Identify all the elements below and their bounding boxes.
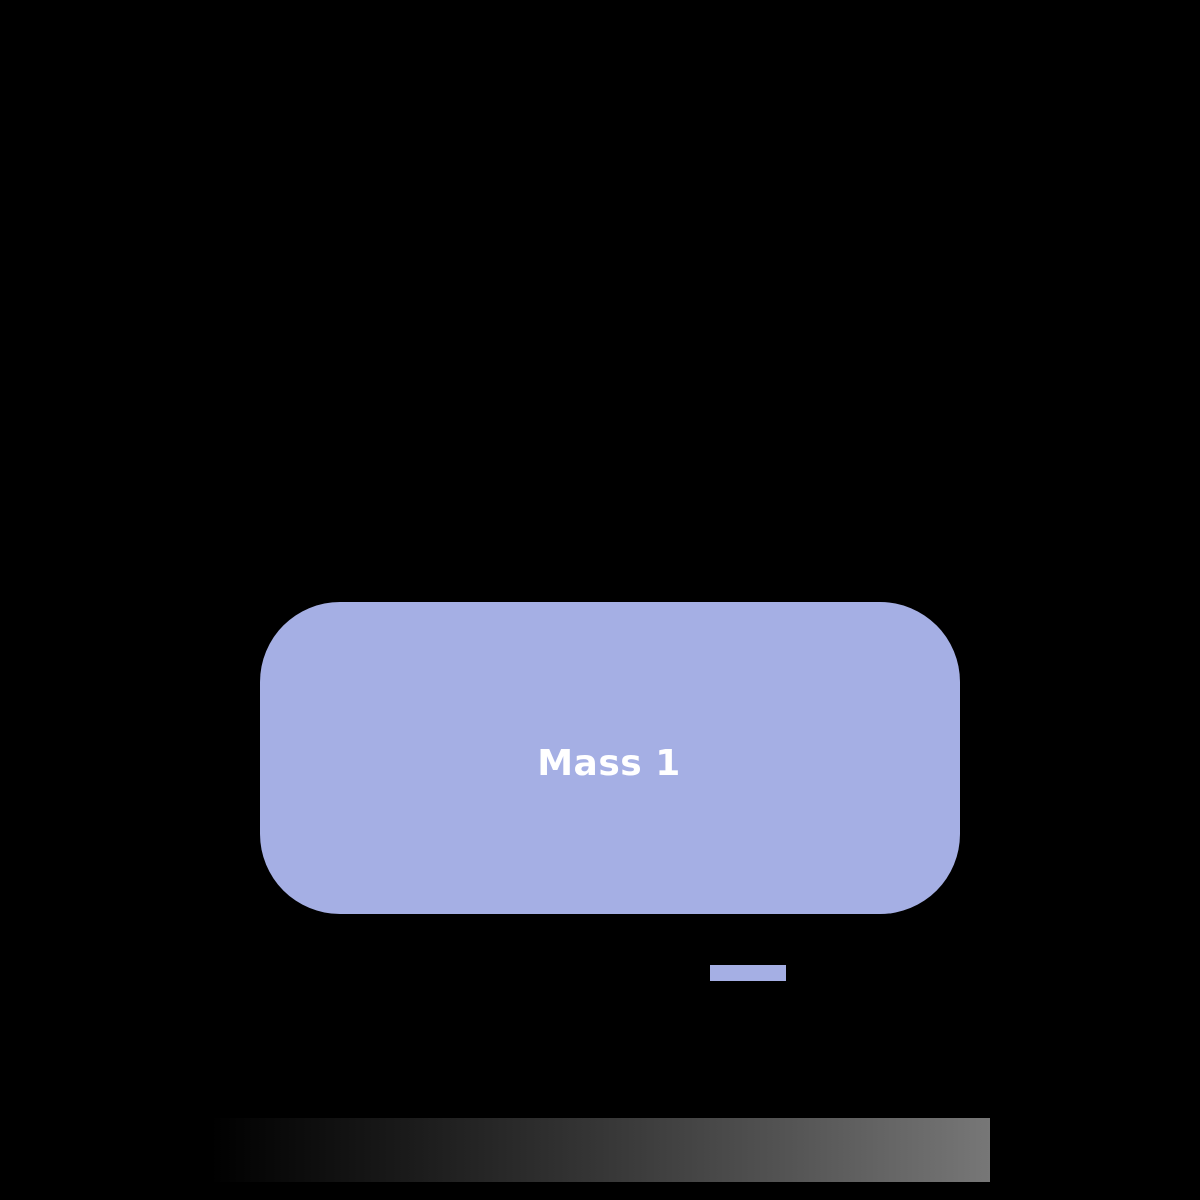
mass-block[interactable]: Mass 1 xyxy=(260,602,960,914)
ground-gradient-bar xyxy=(210,1118,990,1182)
mass-label: Mass 1 xyxy=(537,742,681,784)
indicator-bar xyxy=(710,965,786,981)
